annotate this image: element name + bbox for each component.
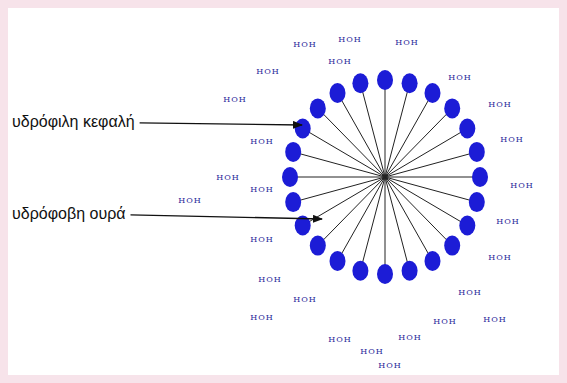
- hydrophilic-head: [459, 119, 475, 139]
- hydrophobic-tail: [360, 83, 385, 177]
- hydrophilic-head: [285, 142, 301, 162]
- hydrophilic-head: [330, 251, 346, 271]
- hydrophobic-tail: [385, 177, 410, 271]
- hydrophobic-tail: [385, 93, 433, 177]
- hydrophilic-head: [330, 83, 346, 103]
- water-molecule: HOH: [398, 334, 422, 342]
- hydrophobic-tail: [293, 177, 385, 202]
- hydrophobic-tail: [385, 108, 452, 177]
- water-molecule: HOH: [178, 197, 202, 205]
- hydrophobic-tail: [385, 177, 452, 246]
- hydrophilic-head: [402, 261, 418, 281]
- water-molecule: HOH: [250, 236, 274, 244]
- hydrophilic-head: [444, 236, 460, 256]
- hydrophilic-head: [469, 142, 485, 162]
- water-molecule: HOH: [448, 74, 472, 82]
- tail-label: υδρόφοβη ουρά: [12, 205, 125, 223]
- water-molecule: HOH: [293, 41, 317, 49]
- hydrophilic-head: [444, 98, 460, 118]
- water-molecule: HOH: [488, 254, 512, 262]
- hydrophobic-tail: [385, 80, 386, 177]
- water-molecule: HOH: [328, 336, 352, 344]
- hydrophilic-head: [377, 264, 393, 284]
- hydrophobic-tail: [385, 177, 386, 274]
- water-molecule: HOH: [500, 136, 524, 144]
- water-molecule: HOH: [510, 182, 534, 190]
- water-molecule: HOH: [360, 348, 384, 356]
- hydrophobic-tail: [385, 152, 477, 177]
- water-molecule: HOH: [378, 362, 402, 370]
- hydrophilic-heads: [282, 70, 488, 284]
- hydrophilic-head: [377, 70, 393, 90]
- hydrophobic-tail: [318, 177, 385, 246]
- hydrophobic-tail: [385, 177, 467, 226]
- water-molecule: HOH: [328, 58, 352, 66]
- hydrophobic-tail: [318, 108, 385, 177]
- water-molecule: HOH: [338, 36, 362, 44]
- hydrophilic-head: [425, 83, 441, 103]
- water-molecule: HOH: [483, 316, 507, 324]
- hydrophilic-head: [472, 167, 488, 187]
- hydrophilic-head: [295, 119, 311, 139]
- hydrophobic-tail: [385, 177, 480, 178]
- hydrophilic-head: [425, 251, 441, 271]
- hydrophobic-tail: [293, 152, 385, 177]
- water-molecule: HOH: [458, 289, 482, 297]
- water-molecule: HOH: [258, 276, 282, 284]
- hydrophilic-head: [352, 73, 368, 93]
- hydrophobic-tail: [338, 93, 386, 177]
- hydrophobic-tail: [385, 83, 410, 177]
- hydrophilic-head: [459, 216, 475, 236]
- hydrophobic-tail: [360, 177, 385, 271]
- hydrophobic-tail: [338, 177, 386, 261]
- hydrophobic-tail: [303, 129, 385, 178]
- hydrophilic-head: [310, 236, 326, 256]
- hydrophobic-tail: [385, 177, 477, 202]
- water-molecule: HOH: [496, 218, 520, 226]
- hydrophilic-head: [282, 167, 298, 187]
- water-molecule: HOH: [216, 174, 240, 182]
- water-molecule: HOH: [395, 39, 419, 47]
- water-molecule: HOH: [250, 186, 274, 194]
- head-label: υδρόφιλη κεφαλή: [12, 113, 135, 131]
- leader-arrow: [131, 215, 323, 219]
- water-molecule: HOH: [223, 96, 247, 104]
- water-molecule: HOH: [488, 101, 512, 109]
- hydrophilic-head: [310, 98, 326, 118]
- hydrophilic-head: [402, 73, 418, 93]
- hydrophobic-tails: [290, 80, 480, 274]
- hydrophobic-tail: [385, 129, 467, 178]
- paper-ground: [8, 8, 559, 375]
- leader-arrow: [140, 123, 302, 125]
- water-molecule: HOH: [293, 296, 317, 304]
- hydrophilic-head: [285, 192, 301, 212]
- water-molecule: HOH: [256, 68, 280, 76]
- hydrophilic-head: [352, 261, 368, 281]
- water-molecule: HOH: [433, 318, 457, 326]
- hydrophilic-head: [469, 192, 485, 212]
- hydrophobic-tail: [385, 177, 433, 261]
- water-molecule: HOH: [250, 138, 274, 146]
- water-molecule: HOH: [250, 314, 274, 322]
- hydrophobic-tail: [290, 177, 385, 178]
